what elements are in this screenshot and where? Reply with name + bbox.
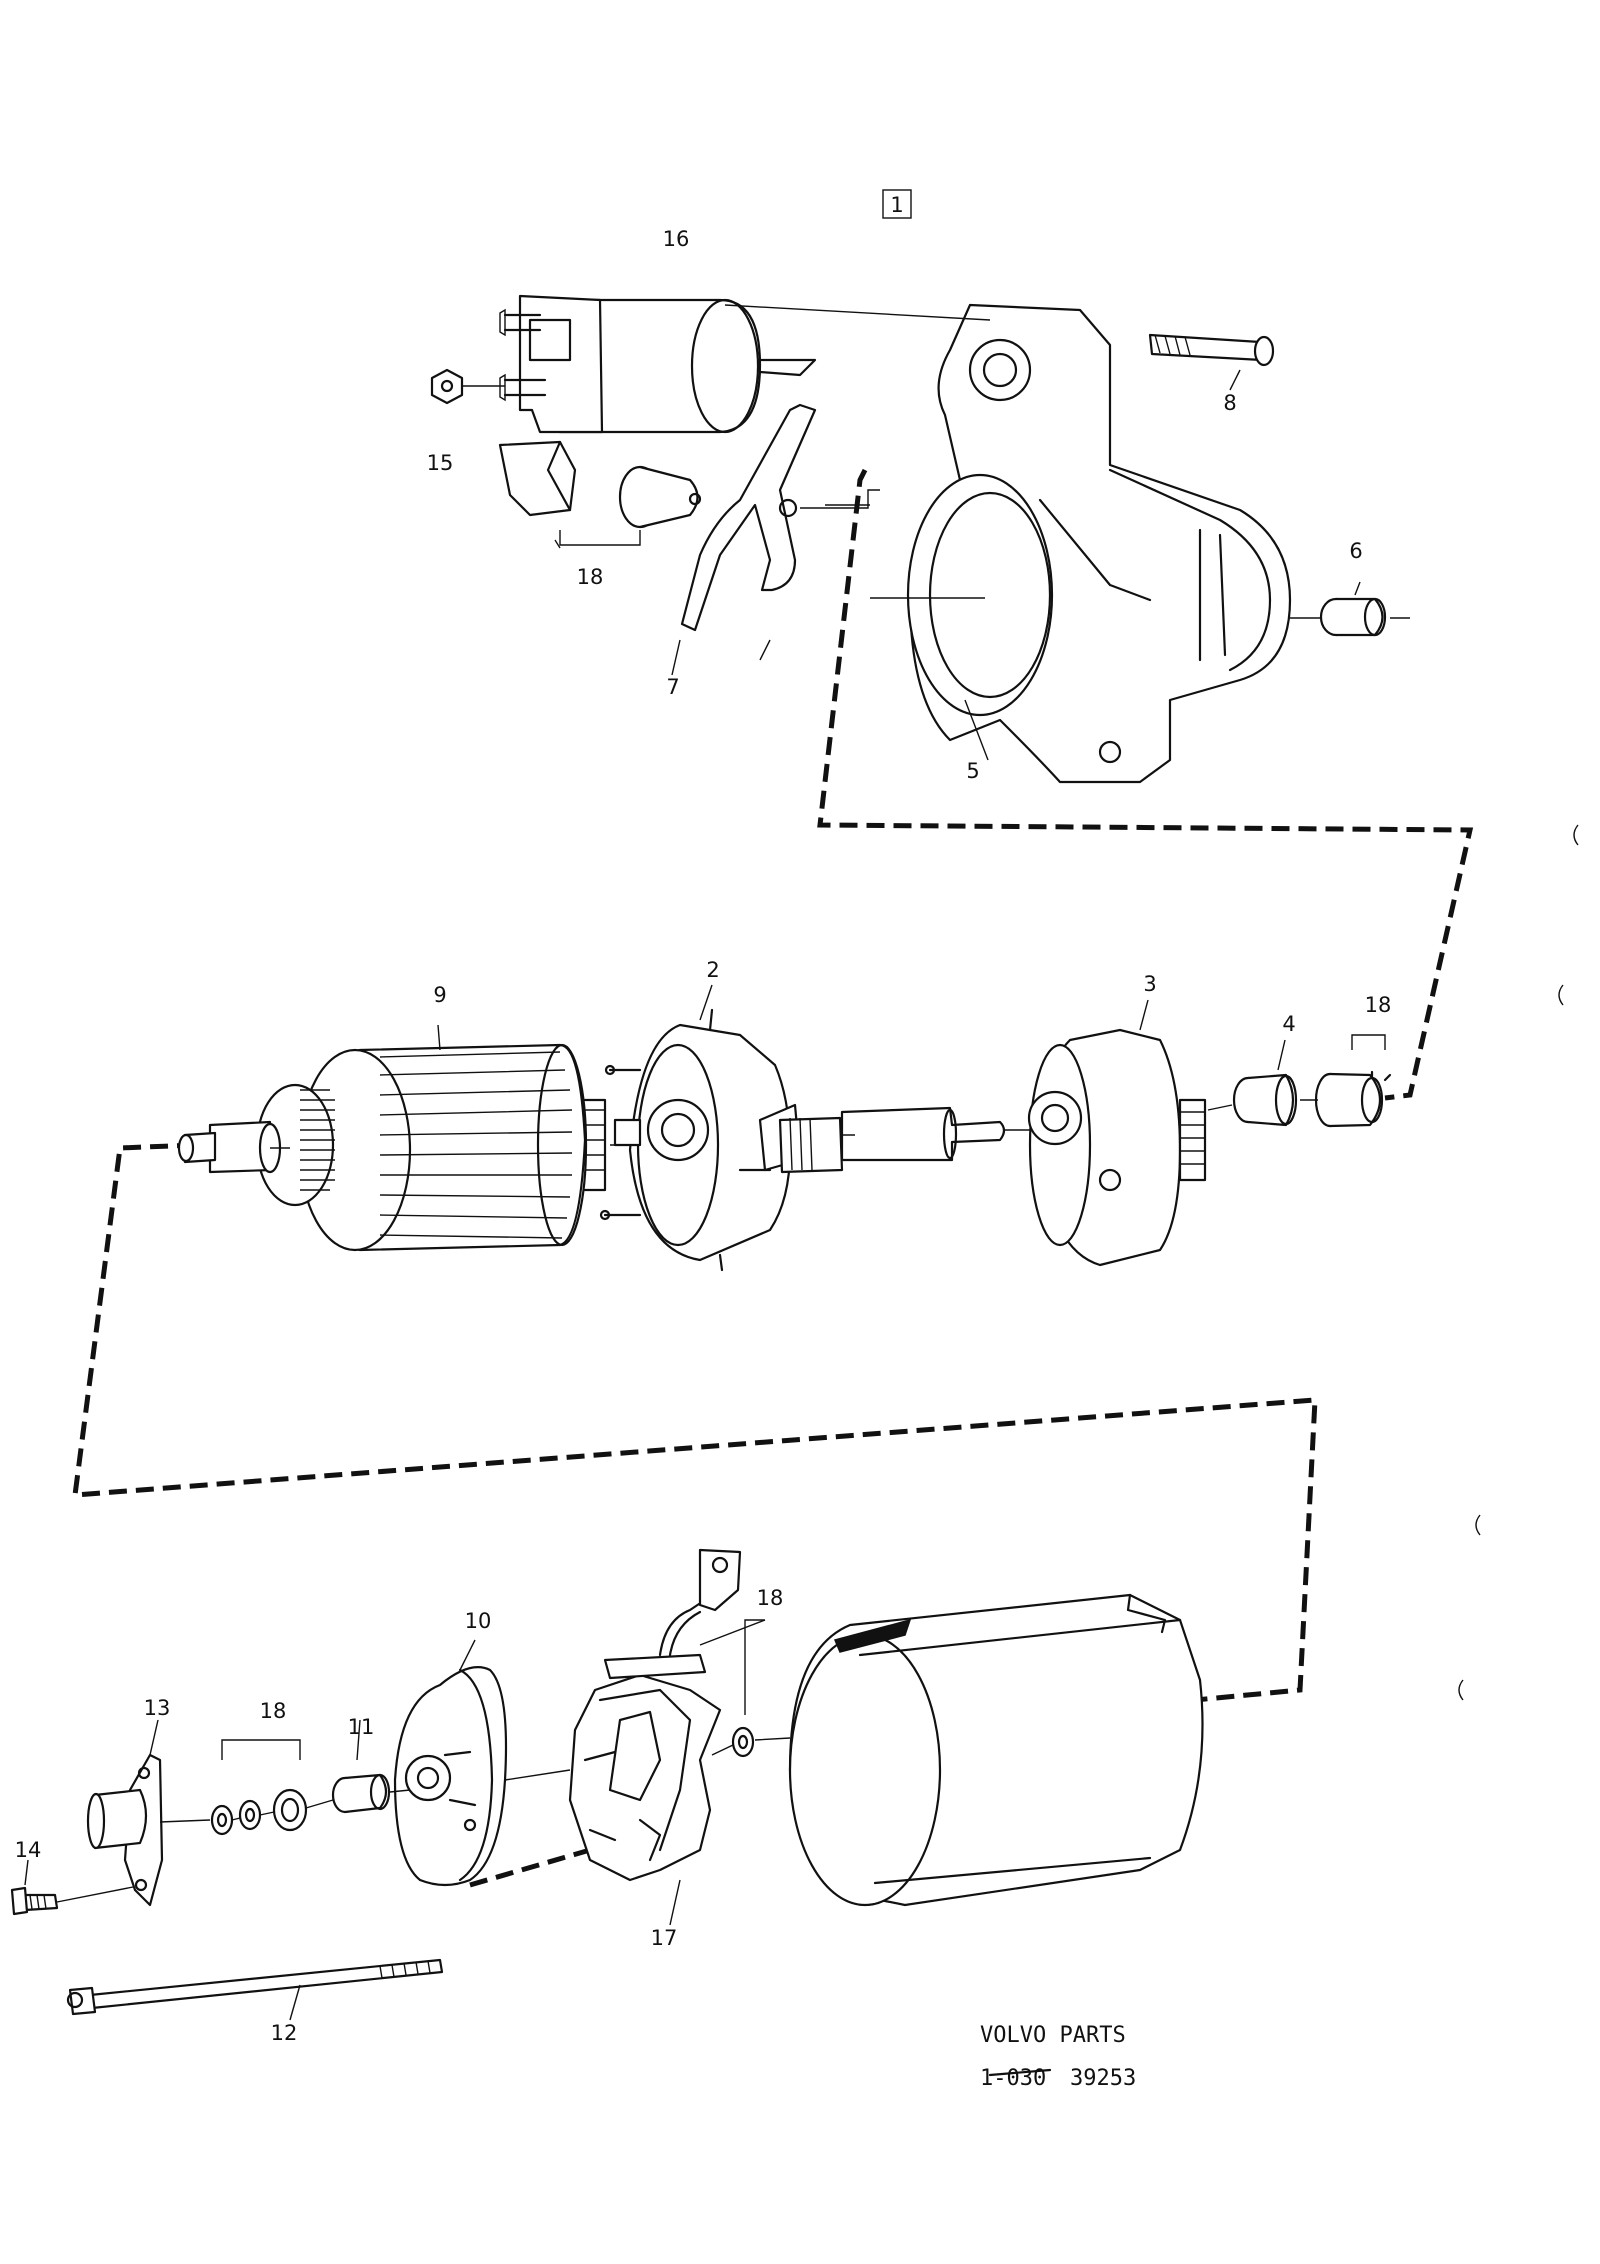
bushing-6 bbox=[1290, 581, 1410, 637]
label-7: 7 bbox=[666, 675, 679, 699]
label-8: 8 bbox=[1223, 391, 1236, 415]
part-labels: 16 15 18 7 5 8 6 9 2 3 4 18 10 13 18 11 … bbox=[15, 227, 1392, 2045]
brand-text: VOLVO PARTS bbox=[980, 2023, 1126, 2048]
end-shield-10 bbox=[393, 1666, 571, 1887]
assembly-path-line-b bbox=[72, 1142, 1318, 1703]
code-prefix: 1-030 bbox=[980, 2066, 1046, 2091]
screw-14 bbox=[10, 1859, 134, 1916]
through-bolt-12 bbox=[66, 1958, 444, 2021]
armature-9 bbox=[177, 1043, 607, 1252]
label-16: 16 bbox=[663, 227, 690, 251]
solenoid-16 bbox=[499, 294, 817, 434]
figure-number-box: 1 bbox=[882, 189, 912, 219]
washers-18-bottom bbox=[210, 1739, 334, 1836]
label-11: 11 bbox=[348, 1715, 375, 1739]
label-18-middle: 18 bbox=[1365, 993, 1392, 1017]
plunger-parts-18 bbox=[498, 440, 702, 546]
scan-margin-marks bbox=[1458, 824, 1579, 1701]
label-3: 3 bbox=[1143, 972, 1156, 996]
drive-end-housing-5 bbox=[906, 303, 1292, 784]
volvo-parts-footer: VOLVO PARTS 1-030 39253 bbox=[980, 2023, 1136, 2091]
bolt-8 bbox=[1148, 333, 1275, 391]
assembly-path-line-c bbox=[469, 1847, 591, 1888]
brush-holder-17 bbox=[568, 1548, 742, 1882]
figure-number: 1 bbox=[890, 193, 903, 217]
washer-18-near-brush-holder bbox=[699, 1619, 791, 1758]
assembly-path-line-a bbox=[817, 468, 1474, 1101]
label-15: 15 bbox=[427, 451, 454, 475]
label-18-bottom-left: 18 bbox=[260, 1699, 287, 1723]
bushing-4 bbox=[1207, 1073, 1298, 1127]
end-cover-13 bbox=[86, 1719, 211, 1907]
catalog-code: 39253 bbox=[1070, 2066, 1136, 2091]
pinion-drive-3 bbox=[1027, 1028, 1207, 1267]
label-2: 2 bbox=[706, 958, 719, 982]
nut-15 bbox=[430, 368, 505, 405]
label-12: 12 bbox=[271, 2021, 298, 2045]
shaft bbox=[840, 1106, 1040, 1162]
label-18-bottom-right: 18 bbox=[757, 1586, 784, 1610]
field-housing bbox=[788, 1593, 1204, 1907]
label-14: 14 bbox=[15, 1838, 42, 1862]
label-6: 6 bbox=[1349, 539, 1362, 563]
label-9: 9 bbox=[433, 983, 446, 1007]
stop-ring-18 bbox=[1300, 1034, 1392, 1128]
label-5: 5 bbox=[966, 759, 979, 783]
label-13: 13 bbox=[144, 1696, 171, 1720]
bushing-11 bbox=[331, 1719, 411, 1814]
intermediate-bearing-2 bbox=[599, 1008, 844, 1272]
lever-7 bbox=[680, 403, 880, 632]
label-4: 4 bbox=[1282, 1012, 1295, 1036]
label-18-top: 18 bbox=[577, 565, 604, 589]
label-10: 10 bbox=[465, 1609, 492, 1633]
label-17: 17 bbox=[651, 1926, 678, 1950]
